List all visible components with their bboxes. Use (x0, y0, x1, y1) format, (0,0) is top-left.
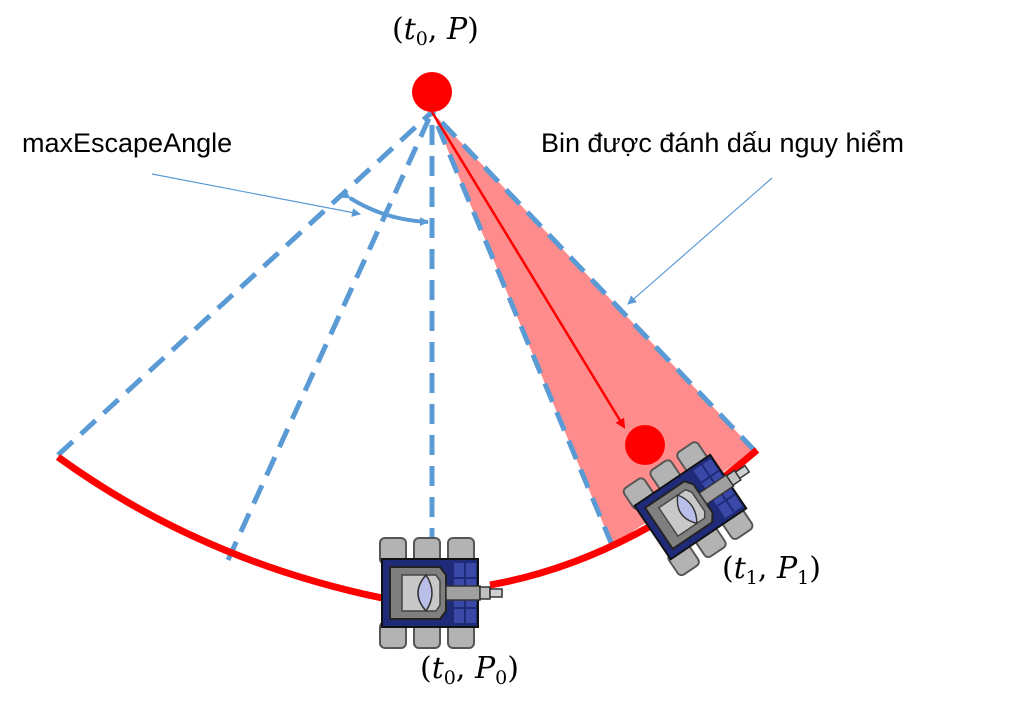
danger-bin-region (432, 112, 755, 545)
label-start-point: (t0, P0) (420, 651, 519, 689)
dashed-line-far-left (56, 110, 434, 457)
bullet-dot (625, 425, 665, 465)
label-danger-bin: Bin được đánh dấu nguy hiểm (541, 128, 905, 158)
escape-arc (55, 454, 383, 602)
dashed-line-right (429, 111, 615, 546)
escape-bounds-lines (56, 110, 757, 562)
label-end-point: (t1, P1) (722, 551, 821, 589)
dashed-line-far-right (430, 110, 757, 453)
label-top-point: (t0, P) (392, 12, 479, 50)
dashed-line-left (225, 110, 435, 562)
max-escape-angle-pointer (151, 173, 361, 217)
tank-start-icon (379, 537, 503, 649)
danger-bin-pointer (627, 177, 773, 305)
bullet-path-arrow (430, 111, 626, 429)
origin-dot (412, 72, 452, 112)
label-max-escape-angle: maxEscapeAngle (22, 128, 233, 158)
angle-arc-arrow (340, 189, 429, 227)
